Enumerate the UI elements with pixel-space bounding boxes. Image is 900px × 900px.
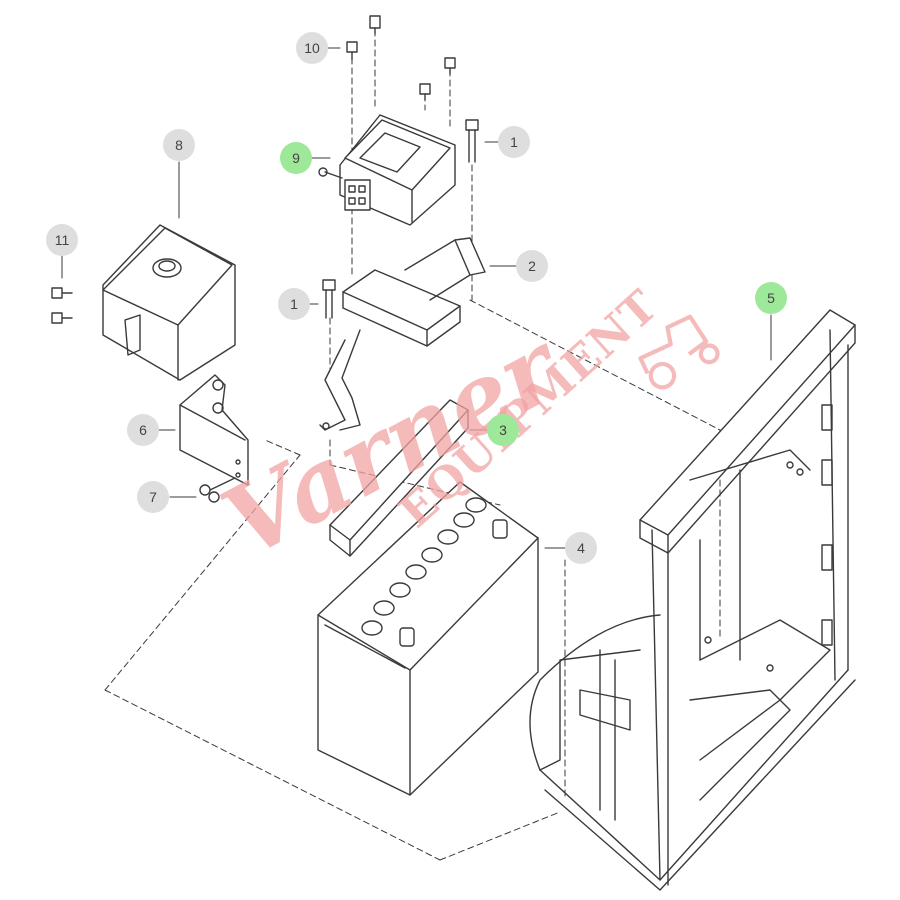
callout-11[interactable]: 11 xyxy=(46,224,78,256)
part-1-bolt-lower xyxy=(322,279,336,319)
part-3-strip xyxy=(329,399,469,557)
part-7-nuts xyxy=(199,477,236,503)
callout-leaders xyxy=(61,47,772,549)
callout-1-upper[interactable]: 1 xyxy=(498,126,530,158)
part-1-bolt-upper xyxy=(465,119,479,163)
part-9-control-unit xyxy=(318,114,456,226)
part-11-screws xyxy=(51,287,73,324)
callout-2[interactable]: 2 xyxy=(516,250,548,282)
part-8-cover xyxy=(102,224,236,381)
callout-8[interactable]: 8 xyxy=(163,129,195,161)
callout-6[interactable]: 6 xyxy=(127,414,159,446)
callout-10[interactable]: 10 xyxy=(296,32,328,64)
callout-3[interactable]: 3 xyxy=(487,414,519,446)
callout-7[interactable]: 7 xyxy=(137,481,169,513)
part-6-plate xyxy=(179,374,249,486)
watermark-tractor-icon xyxy=(638,314,720,390)
part-2-bracket xyxy=(319,237,486,431)
part-4-battery xyxy=(317,481,539,796)
callout-9[interactable]: 9 xyxy=(280,142,312,174)
part-10-screws xyxy=(346,15,456,101)
callout-1-lower[interactable]: 1 xyxy=(278,288,310,320)
callout-4[interactable]: 4 xyxy=(565,532,597,564)
battery-caps xyxy=(361,497,487,636)
battery-terminals xyxy=(399,519,508,647)
part-5-frame xyxy=(529,309,856,891)
callout-5[interactable]: 5 xyxy=(755,282,787,314)
